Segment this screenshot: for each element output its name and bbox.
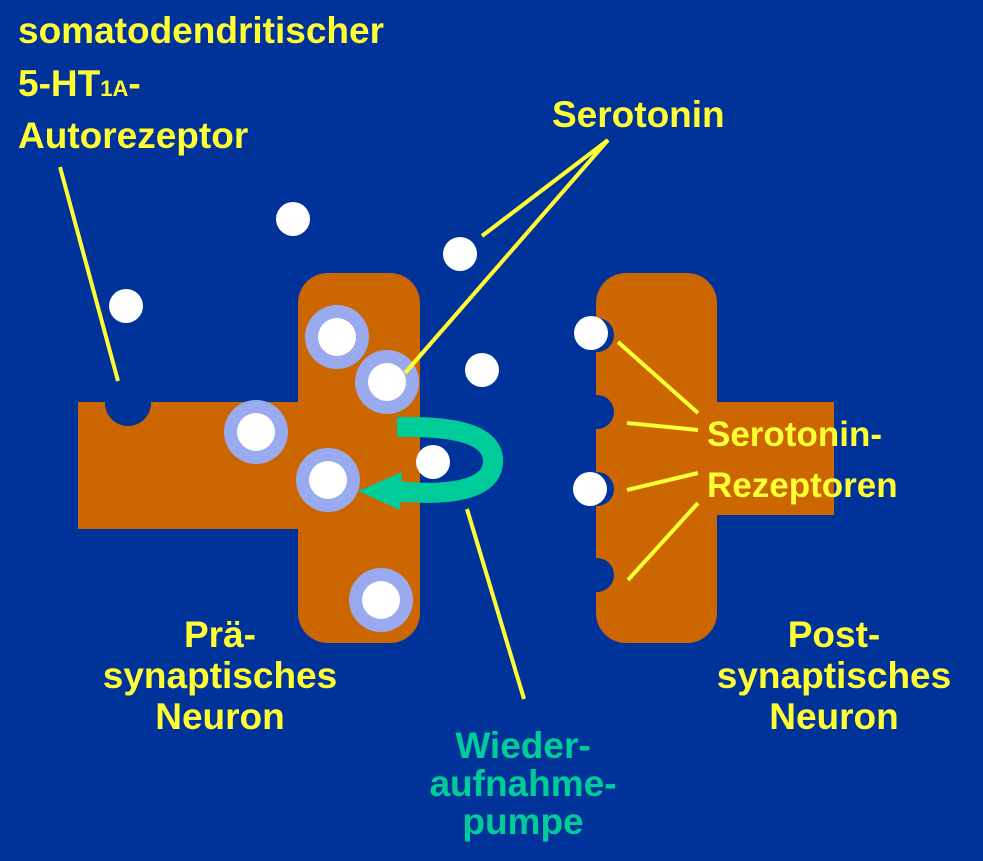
serotonin-molecule <box>109 289 143 323</box>
presynaptic-label-line: synaptisches <box>70 655 370 696</box>
postsynaptic-label-line: Post- <box>684 614 983 655</box>
autoreceptor-label-line: 5-HT1A- <box>18 63 384 109</box>
autoreceptor-label-line: somatodendritischer <box>18 10 384 51</box>
presynaptic-label: Prä- synaptisches Neuron <box>70 614 370 737</box>
postsynaptic-label-line: synaptisches <box>684 655 983 696</box>
receptors-label: Serotonin- Rezeptoren <box>707 414 898 506</box>
serotonin-molecule <box>443 237 477 271</box>
pump-pointer <box>467 509 524 699</box>
postsynaptic-label: Post- synaptisches Neuron <box>684 614 983 737</box>
autoreceptor-dash: - <box>128 63 140 104</box>
receptor-site <box>580 395 614 429</box>
serotonin-molecule <box>276 202 310 236</box>
presynaptic-label-line: Prä- <box>70 614 370 655</box>
pump-label-line: pumpe <box>398 803 648 841</box>
pump-label-line: aufnahme- <box>398 765 648 803</box>
autoreceptor-label-line: Autorezeptor <box>18 115 384 156</box>
autoreceptor-ht: 5-HT <box>18 63 100 104</box>
autoreceptor-pointer <box>60 167 118 381</box>
serotonin-molecule <box>416 445 450 479</box>
reuptake-pump-label: Wieder- aufnahme- pumpe <box>398 727 648 841</box>
receptors-label-line: Rezeptoren <box>707 465 898 506</box>
receptor-site <box>580 558 614 592</box>
autoreceptor-subscript: 1A <box>100 76 128 101</box>
autoreceptor-label: somatodendritischer 5-HT1A- Autorezeptor <box>18 10 384 156</box>
receptors-label-line: Serotonin- <box>707 414 898 455</box>
serotonin-pointer <box>482 140 608 236</box>
bound-serotonin <box>573 472 607 506</box>
presynaptic-label-line: Neuron <box>70 696 370 737</box>
serotonin-label: Serotonin <box>552 94 725 135</box>
postsynaptic-label-line: Neuron <box>684 696 983 737</box>
pump-label-line: Wieder- <box>398 727 648 765</box>
bound-serotonin <box>574 316 608 350</box>
serotonin-molecule <box>465 353 499 387</box>
autoreceptor-site <box>105 380 151 426</box>
